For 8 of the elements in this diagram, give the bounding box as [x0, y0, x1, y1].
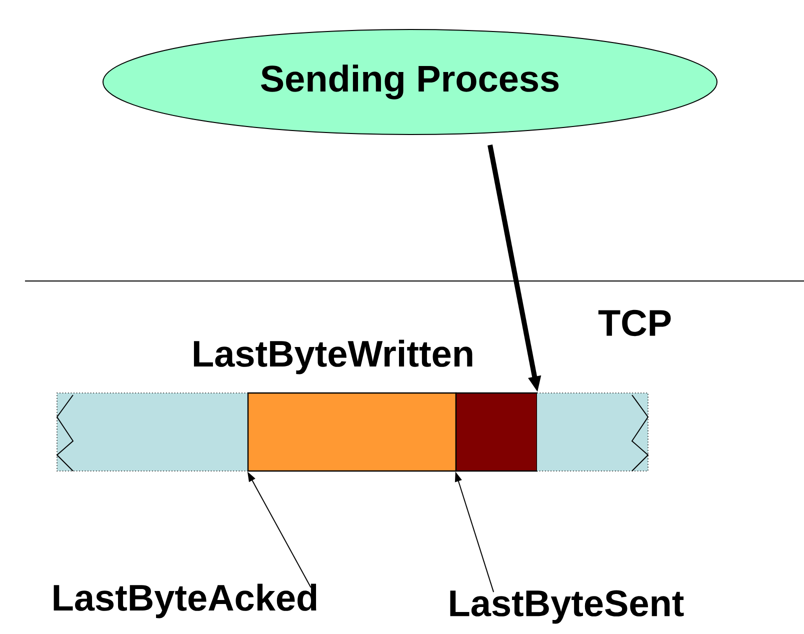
- buffer-segment: [247, 392, 457, 472]
- pointer-label: LastByteSent: [450, 590, 684, 624]
- pointer-label: LastByteAcked: [54, 584, 316, 618]
- buffer-end: [536, 392, 649, 472]
- pointer-label: LastByteWritten: [194, 340, 472, 374]
- buffer-segment: [455, 392, 538, 472]
- layer-label: TCP: [598, 310, 671, 336]
- buffer-end: [56, 392, 248, 472]
